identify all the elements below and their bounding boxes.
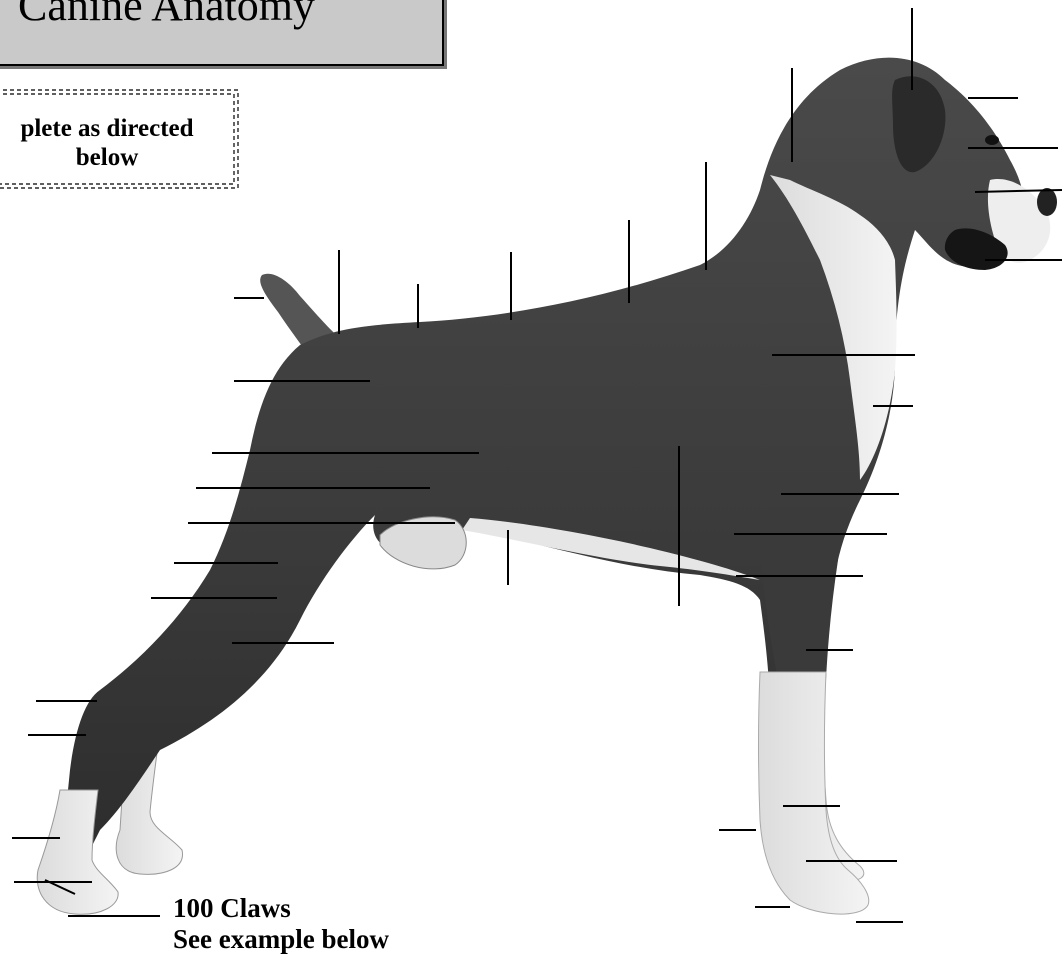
instructions-line-2: below (0, 143, 226, 172)
near-front-leg-lower (759, 672, 869, 914)
claws-label-line-2: See example below (173, 924, 389, 955)
instructions-text: plete as directed below (0, 114, 226, 172)
claws-label-line-1: 100 Claws (173, 893, 389, 924)
title-box: Canine Anatomy (0, 0, 444, 66)
instructions-line-1: plete as directed (0, 114, 226, 143)
instructions-box: plete as directed below (0, 86, 244, 190)
nose (1037, 188, 1057, 216)
eye (985, 135, 999, 145)
page-title: Canine Anatomy (18, 0, 315, 31)
claws-label: 100 Claws See example below (173, 893, 389, 955)
